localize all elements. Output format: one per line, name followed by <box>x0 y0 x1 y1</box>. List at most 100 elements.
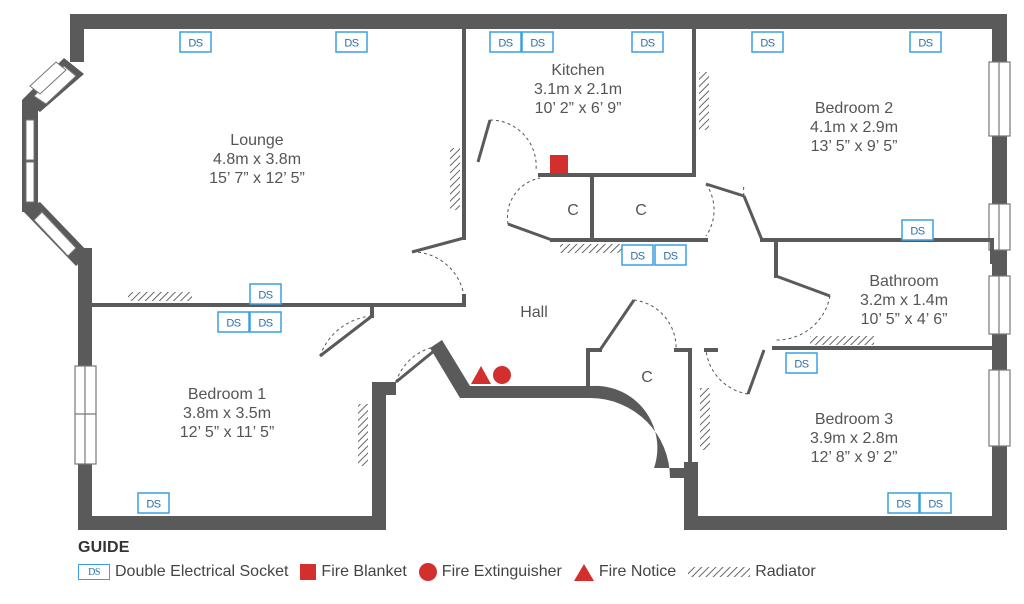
room-name: Bedroom 2 <box>815 100 893 117</box>
radiator-icon <box>358 404 368 466</box>
double-socket-icon: DS <box>179 31 212 53</box>
legend-item-radiator: Radiator <box>688 563 816 581</box>
socket-label: DS <box>530 38 544 50</box>
radiator-icon <box>700 388 710 450</box>
double-socket-icon: DS <box>521 31 554 53</box>
socket-label: DS <box>258 318 272 330</box>
socket-label: DS <box>630 251 644 263</box>
radiator-icon <box>560 244 622 253</box>
legend-item-fire-extinguisher: Fire Extinguisher <box>418 563 562 581</box>
room-kitchen: Kitchen 3.1m x 2.1m 10’ 2” x 6’ 9” <box>534 62 622 117</box>
room-imperial: 10’ 2” x 6’ 9” <box>535 100 622 117</box>
hall-curved-wall <box>430 340 698 478</box>
legend-label: Fire Notice <box>598 563 677 580</box>
bay-windows <box>25 61 77 257</box>
legend-label: Radiator <box>755 563 816 580</box>
legend: GUIDE DS Double Electrical Socket Fire B… <box>78 539 828 581</box>
cupboard-label: C <box>567 202 579 219</box>
double-socket-icon: DS <box>621 244 654 266</box>
legend-title: GUIDE <box>78 539 130 556</box>
double-socket-icon: DS <box>489 31 522 53</box>
room-imperial: 13’ 5” x 9’ 5” <box>811 138 898 155</box>
radiator-icon <box>699 72 709 130</box>
room-imperial: 15’ 7” x 12’ 5” <box>209 170 305 187</box>
fire-extinguisher-icon <box>418 563 437 581</box>
socket-label: DS <box>896 499 910 511</box>
room-bedroom2: Bedroom 2 4.1m x 2.9m 13’ 5” x 9’ 5” <box>810 100 898 155</box>
room-metric: 3.2m x 1.4m <box>860 292 948 309</box>
double-socket-icon: DS <box>78 564 110 580</box>
radiator-icon <box>128 292 192 301</box>
interior-walls <box>90 27 994 464</box>
room-hall: Hall <box>520 304 548 321</box>
right-windows <box>988 61 1011 447</box>
socket-label: DS <box>794 359 808 371</box>
legend-item-fire-blanket: Fire Blanket <box>300 563 407 581</box>
fire-notice-icon <box>573 563 594 581</box>
socket-label: DS <box>910 226 924 238</box>
socket-label: DS <box>918 38 932 50</box>
radiator-icon <box>688 567 751 577</box>
room-name: Hall <box>520 304 548 321</box>
bedroom1-window <box>74 365 97 465</box>
room-bathroom: Bathroom 3.2m x 1.4m 10’ 5” x 4’ 6” <box>860 273 948 328</box>
legend-row: DS Double Electrical Socket Fire Blanket… <box>78 563 828 581</box>
room-metric: 4.8m x 3.8m <box>213 151 301 168</box>
double-socket-icon: DS <box>249 311 282 333</box>
socket-label: DS <box>258 290 272 302</box>
socket-label: DS <box>146 499 160 511</box>
socket-label: DS <box>188 38 202 50</box>
radiator-icon <box>810 336 874 345</box>
room-name: Bedroom 1 <box>188 386 266 403</box>
legend-label: Fire Blanket <box>321 563 407 580</box>
double-socket-icon: DS <box>654 244 687 266</box>
double-socket-icon: DS <box>909 31 942 53</box>
cupboard-label: C <box>635 202 647 219</box>
room-imperial: 12’ 5” x 11’ 5” <box>180 424 275 441</box>
room-bedroom3: Bedroom 3 3.9m x 2.8m 12’ 8” x 9’ 2” <box>810 411 898 466</box>
room-metric: 3.8m x 3.5m <box>183 405 271 422</box>
room-lounge: Lounge 4.8m x 3.8m 15’ 7” x 12’ 5” <box>209 132 305 187</box>
socket-label: DS <box>760 38 774 50</box>
double-socket-icon: DS <box>887 492 920 514</box>
radiators <box>128 72 874 466</box>
socket-label: DS <box>344 38 358 50</box>
room-imperial: 10’ 5” x 4’ 6” <box>861 311 948 328</box>
room-metric: 4.1m x 2.9m <box>810 119 898 136</box>
double-socket-icon: DS <box>335 31 368 53</box>
room-name: Kitchen <box>551 62 604 79</box>
socket-label: DS <box>226 318 240 330</box>
fire-extinguisher-icon <box>493 366 511 384</box>
fire-blanket-icon <box>550 155 568 173</box>
room-name: Lounge <box>230 132 283 149</box>
floor-plan: DS DS DS DS DS DS DS DS DS DS DS DS DS DS DS DS DS Loung… <box>22 14 1011 530</box>
double-socket-icon: DS <box>785 352 818 374</box>
radiator-icon <box>450 148 460 210</box>
room-bedroom1: Bedroom 1 3.8m x 3.5m 12’ 5” x 11’ 5” <box>180 386 275 441</box>
room-name: Bedroom 3 <box>815 411 893 428</box>
legend-label: Double Electrical Socket <box>115 563 289 580</box>
legend-label: Fire Extinguisher <box>441 563 562 580</box>
socket-label: DS <box>498 38 512 50</box>
double-socket-icon: DS <box>631 31 664 53</box>
room-metric: 3.1m x 2.1m <box>534 81 622 98</box>
double-socket-icon: DS <box>217 311 250 333</box>
sockets: DS DS DS DS DS DS DS DS DS DS DS DS DS DS DS DS DS <box>137 31 952 514</box>
cupboard-label: C <box>641 369 653 386</box>
room-metric: 3.9m x 2.8m <box>810 430 898 447</box>
double-socket-icon: DS <box>901 219 934 241</box>
double-socket-icon: DS <box>137 492 170 514</box>
socket-label: DS <box>928 499 942 511</box>
legend-item-socket: DS Double Electrical Socket <box>78 563 288 581</box>
doors <box>319 119 831 395</box>
fire-notice-icon <box>471 366 491 384</box>
legend-item-fire-notice: Fire Notice <box>573 563 677 581</box>
double-socket-icon: DS <box>249 283 282 305</box>
room-name: Bathroom <box>869 273 938 290</box>
double-socket-icon: DS <box>919 492 952 514</box>
room-imperial: 12’ 8” x 9’ 2” <box>811 449 898 466</box>
socket-label: DS <box>663 251 677 263</box>
socket-label: DS <box>640 38 654 50</box>
double-socket-icon: DS <box>751 31 784 53</box>
fire-blanket-icon <box>300 564 317 580</box>
